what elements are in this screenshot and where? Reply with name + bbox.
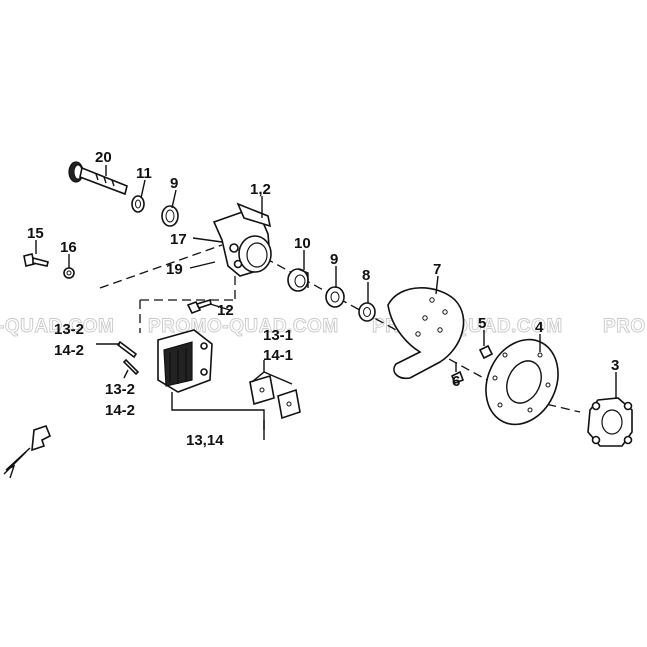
- label-5: 5: [478, 315, 486, 332]
- label-17: 17: [170, 231, 187, 248]
- part-15-bolt: [23, 253, 49, 267]
- label-15: 15: [27, 225, 44, 242]
- label-9-upper: 9: [170, 175, 178, 192]
- label-14-1: 14-1: [263, 347, 293, 364]
- label-1-2: 1,2: [250, 181, 271, 198]
- part-labels: 20 11 9 1,2 15 16 17 19 10 9 8 7 12 5 4 …: [27, 149, 619, 449]
- dash-line-hub: [519, 397, 581, 413]
- label-13-14: 13,14: [186, 432, 224, 449]
- watermark-text-1: -QUAD.COM: [0, 316, 114, 337]
- part-1-2-knuckle: [212, 202, 272, 277]
- label-13-2-lower: 13-2: [105, 381, 135, 398]
- part-4-brake-disc: [485, 338, 559, 426]
- label-6: 6: [452, 373, 460, 390]
- watermark-text-4: PRO: [603, 316, 646, 337]
- part-7-dust-plate: [387, 287, 465, 380]
- label-9-lower: 9: [330, 251, 338, 268]
- label-4: 4: [535, 319, 544, 336]
- label-13-1: 13-1: [263, 327, 293, 344]
- leader-lines: [35, 165, 617, 398]
- part-11-washer: [131, 195, 145, 213]
- part-12-bolt: [186, 298, 212, 315]
- part-13-14-caliper: [157, 329, 213, 393]
- label-19: 19: [166, 261, 183, 278]
- dash-line-bolt-15: [99, 244, 223, 289]
- part-16-washer: [63, 267, 75, 279]
- part-8-washer: [358, 302, 376, 322]
- part-13-1-brake-pads: [249, 374, 301, 420]
- label-16: 16: [60, 239, 77, 256]
- bracket-13-1: [251, 360, 293, 385]
- label-12: 12: [217, 302, 234, 319]
- part-9-bearing-upper: [161, 205, 179, 227]
- bracket-13-14: [171, 392, 265, 440]
- part-9-bearing-lower: [325, 286, 345, 308]
- label-20: 20: [95, 149, 112, 166]
- label-13-2-upper: 13-2: [54, 321, 84, 338]
- label-3: 3: [611, 357, 619, 374]
- part-10-seal: [287, 268, 309, 292]
- part-13-2-pins: [116, 340, 140, 376]
- part-5-bolt: [478, 344, 494, 360]
- label-10: 10: [294, 235, 311, 252]
- label-14-2-lower: 14-2: [105, 402, 135, 419]
- part-20-shaft: [68, 161, 128, 196]
- part-3-hub: [587, 397, 633, 447]
- watermark: -QUAD.COM PROMO-QUAD.COM PROMO-QUAD.COM …: [0, 316, 646, 338]
- front-direction-arrow-icon: [3, 425, 52, 479]
- label-8: 8: [362, 267, 370, 284]
- watermark-text-2: PROMO-QUAD.COM: [148, 316, 339, 337]
- label-11: 11: [136, 165, 152, 182]
- label-14-2-upper: 14-2: [54, 342, 84, 359]
- part-6-bolt: [450, 370, 465, 385]
- label-7: 7: [433, 261, 441, 278]
